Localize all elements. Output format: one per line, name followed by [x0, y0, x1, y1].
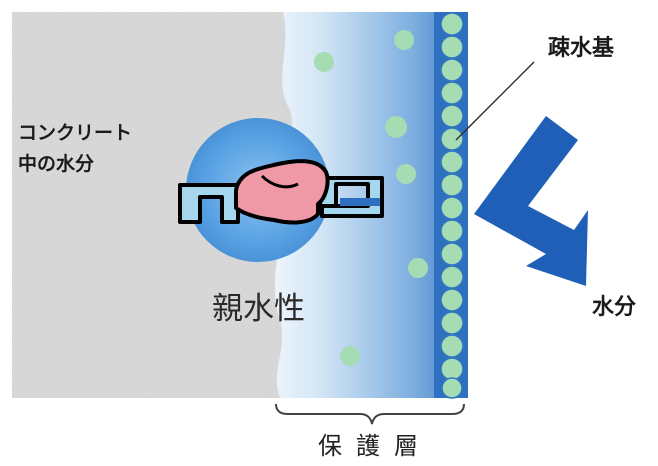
handshake-icon: [178, 159, 384, 225]
protective-layer-label: 保護層: [318, 432, 432, 460]
hydrophobic-pointer-line: [455, 61, 535, 141]
protective-layer-brace: [275, 403, 465, 425]
moisture-label: 水分: [592, 295, 637, 320]
hydrophobic-circles: [440, 12, 464, 399]
scattered-particles: [314, 30, 428, 366]
concrete-moisture-label: コンクリート 中の水分: [18, 118, 132, 180]
hydrophilic-label: 親水性: [212, 291, 305, 327]
concrete-moisture-line1: コンクリート: [18, 122, 133, 144]
hydrophobic-group-label: 疎水基: [548, 36, 615, 61]
moisture-arrow-icon: [474, 116, 588, 286]
concrete-moisture-line2: 中の水分: [18, 153, 95, 175]
